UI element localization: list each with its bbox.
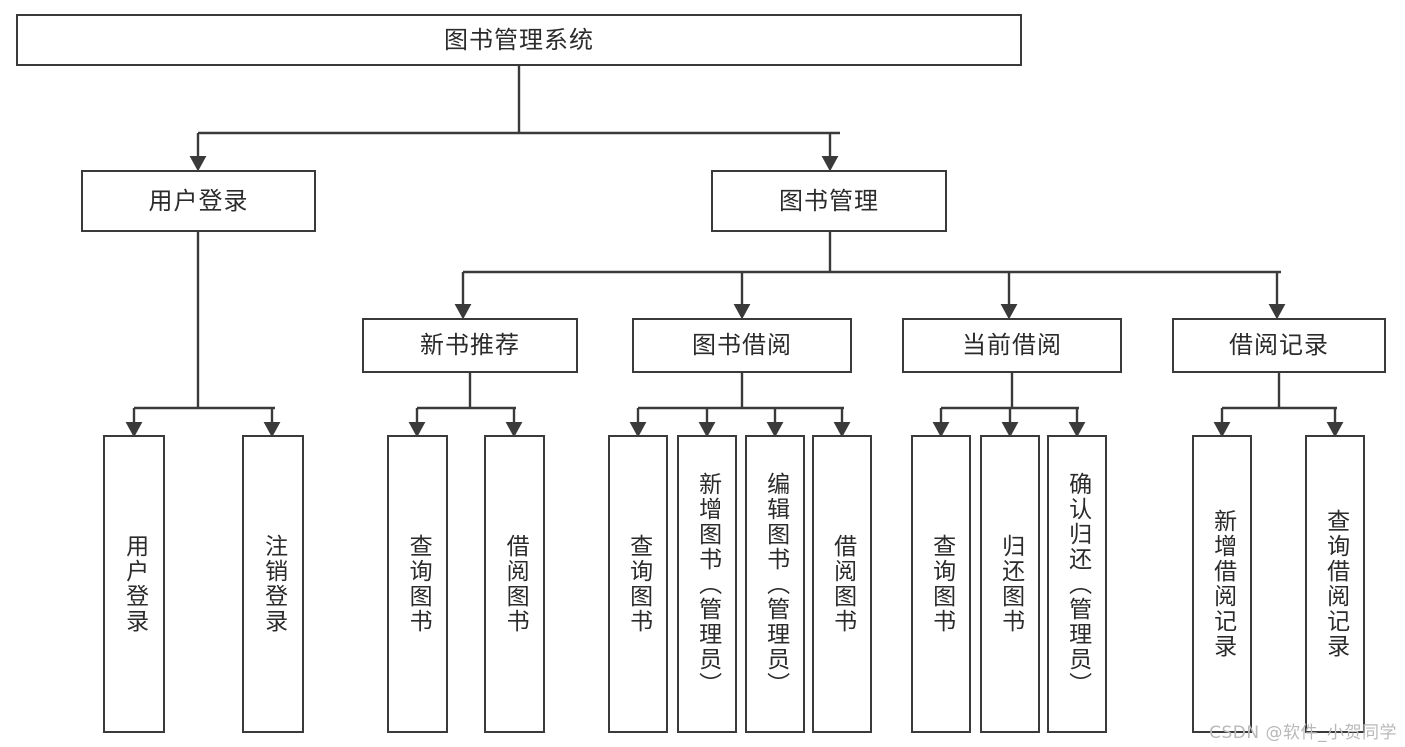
node-new-book-recommend[interactable]: 新书推荐 [362, 318, 578, 373]
node-label: 新增图书（管理员） [694, 471, 721, 697]
node-label: 查询图书 [405, 534, 432, 634]
node-leaf-query-book-3[interactable]: 查询图书 [911, 435, 971, 733]
node-label: 借阅图书 [502, 534, 529, 634]
node-current-borrow[interactable]: 当前借阅 [902, 318, 1122, 373]
node-label: 查询图书 [625, 534, 652, 634]
node-leaf-return-book[interactable]: 归还图书 [980, 435, 1040, 733]
node-leaf-edit-book[interactable]: 编辑图书（管理员） [745, 435, 805, 733]
node-label: 当前借阅 [962, 331, 1062, 360]
node-leaf-borrow-book-1[interactable]: 借阅图书 [484, 435, 545, 733]
node-leaf-logout-login[interactable]: 注销登录 [242, 435, 304, 733]
node-leaf-add-record[interactable]: 新增借阅记录 [1192, 435, 1252, 733]
node-leaf-add-book[interactable]: 新增图书（管理员） [677, 435, 737, 733]
node-label: 图书管理 [779, 186, 879, 215]
node-leaf-query-book-2[interactable]: 查询图书 [608, 435, 668, 733]
node-book-management[interactable]: 图书管理 [711, 170, 947, 232]
node-label: 借阅记录 [1229, 331, 1329, 360]
node-label: 确认归还（管理员） [1064, 471, 1091, 697]
node-label: 新书推荐 [420, 331, 520, 360]
node-label: 新增借阅记录 [1209, 509, 1236, 659]
node-user-login[interactable]: 用户登录 [81, 170, 316, 232]
node-borrow-record[interactable]: 借阅记录 [1172, 318, 1386, 373]
node-leaf-query-book-1[interactable]: 查询图书 [387, 435, 448, 733]
node-leaf-confirm-return[interactable]: 确认归还（管理员） [1047, 435, 1107, 733]
node-label: 用户登录 [148, 186, 249, 215]
node-label: 归还图书 [997, 534, 1024, 634]
node-label: 借阅图书 [829, 534, 856, 634]
node-leaf-user-login[interactable]: 用户登录 [103, 435, 165, 733]
node-label: 注销登录 [260, 534, 287, 634]
node-leaf-query-record[interactable]: 查询借阅记录 [1305, 435, 1365, 733]
node-root-system[interactable]: 图书管理系统 [16, 14, 1022, 66]
node-label: 编辑图书（管理员） [762, 471, 789, 697]
node-label: 图书借阅 [692, 331, 792, 360]
node-label: 查询图书 [928, 534, 955, 634]
node-book-borrow[interactable]: 图书借阅 [632, 318, 852, 373]
node-label: 图书管理系统 [444, 25, 594, 54]
node-leaf-borrow-book-2[interactable]: 借阅图书 [812, 435, 872, 733]
node-label: 用户登录 [121, 534, 148, 634]
node-label: 查询借阅记录 [1322, 509, 1349, 659]
watermark-text: CSDN @软件_小贺同学 [1209, 723, 1397, 743]
